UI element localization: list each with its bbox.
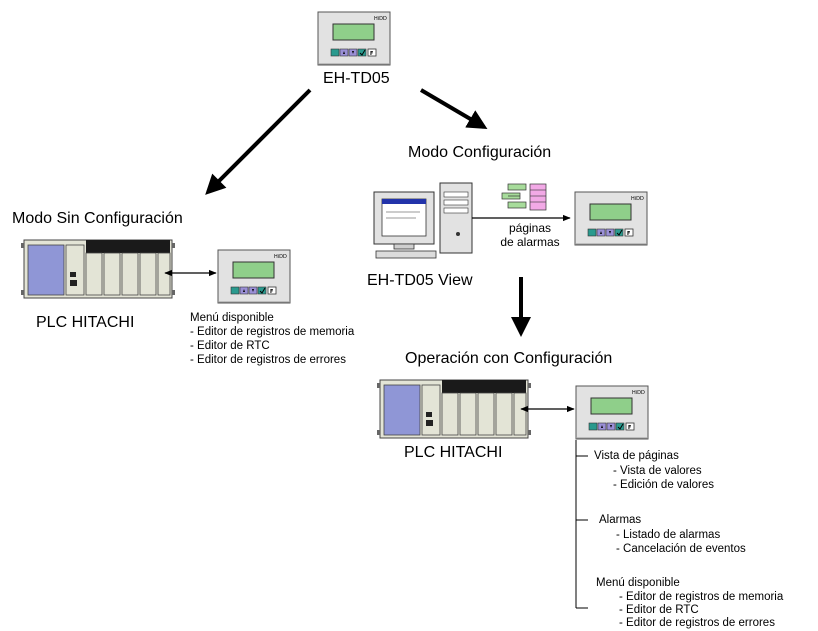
arrow-to-noconfig [205, 88, 312, 195]
pages-icon [501, 183, 527, 209]
group-item: - Editor de registros de memoria [619, 591, 784, 603]
alarms-icon [529, 183, 547, 211]
menu-left-title: Menú disponible [190, 312, 274, 324]
config-device-icon [574, 191, 648, 246]
alarm-pages-label-2: de alarmas [500, 235, 560, 249]
operation-device-icon [575, 385, 649, 440]
menu-left-item: - Editor de RTC [190, 340, 270, 352]
mode-config-title: Modo Configuración [408, 144, 552, 161]
operation-title: Operación con Configuración [405, 350, 613, 367]
group-item: - Vista de valores [613, 465, 702, 477]
group-item: - Cancelación de eventos [616, 543, 746, 555]
plc-rack-left-icon [20, 239, 176, 299]
plc-rack-right-icon [376, 379, 532, 439]
group-title: Alarmas [599, 514, 642, 526]
plc-right-label: PLC HITACHI [404, 444, 503, 461]
mode-noconfig-title: Modo Sin Configuración [12, 210, 183, 227]
group-item: - Listado de alarmas [616, 529, 721, 541]
left-device-icon [217, 249, 291, 304]
group-title: Menú disponible [596, 577, 680, 589]
top-device-icon [317, 11, 391, 66]
group-item: - Edición de valores [613, 479, 714, 491]
menu-left-item: - Editor de registros de memoria [190, 326, 355, 338]
menu-tree-lines [575, 440, 588, 609]
group-title: Vista de páginas [594, 450, 679, 462]
group-item: - Editor de RTC [619, 604, 699, 616]
plc-left-label: PLC HITACHI [36, 314, 135, 331]
top-device-label: EH-TD05 [323, 70, 390, 87]
group-item: - Editor de registros de errores [619, 617, 775, 629]
computer-icon [373, 182, 473, 259]
arrow-to-config [419, 88, 488, 130]
menu-left-item: - Editor de registros de errores [190, 354, 346, 366]
alarm-pages-label-1: páginas [508, 221, 552, 235]
pc-app-label: EH-TD05 View [367, 272, 473, 289]
